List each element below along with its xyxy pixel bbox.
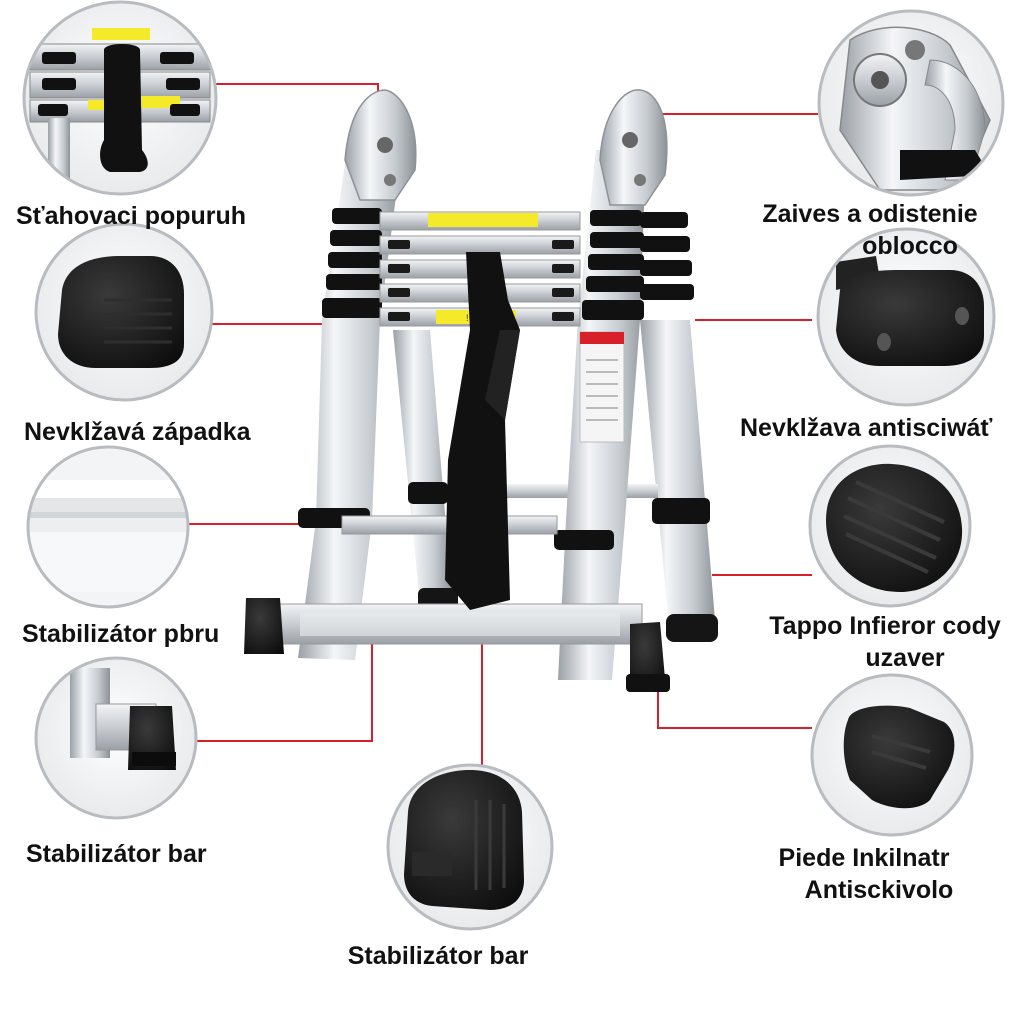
label-piede-line2: Antisckivolo [804,876,954,904]
connector-strap [215,83,379,115]
label-tappo: Tappo Infieror cody uzaver [752,610,1018,674]
label-tappo-line2: uzaver [865,644,945,672]
strap-icon [100,44,148,172]
label-tappo-line1: Tappo Infieror cody [769,612,1001,640]
detail-piede [810,673,974,837]
detail-stabilizer-foot [34,656,198,820]
end-cap-icon [836,256,984,366]
rubber-foot-icon [58,256,184,368]
detail-latch [34,222,214,402]
detail-stabilizer-bottom [386,763,554,931]
ladder: ! 15 ! [244,89,718,692]
detail-strap [22,0,218,196]
detail-stabilizer-rail [26,445,190,609]
label-stabilizer-bottom: Stabilizátor bar [347,942,529,970]
detail-hinge [817,9,1005,197]
right-hinge [599,89,668,206]
label-piede-line1: Piede Inkilnatr [778,844,950,872]
detail-anti-slip [816,227,996,407]
label-stabilizer-left: Stabilizátor bar [26,840,207,868]
connector-stabilizer-left [194,640,373,742]
label-hinge: Zaives a odistenie oblocco [740,198,1000,262]
connector-piede [657,682,812,729]
label-anti-slip: Nevklžava antisciwáť [740,414,993,442]
label-hinge-line1: Zaives a odistenie [762,200,978,228]
detail-tappo [808,444,972,608]
ladder-strap [445,252,520,610]
label-stabilizer-rail: Stabilizátor pbru [22,620,220,648]
label-strap: Sťahovaci popuruh [16,202,247,230]
label-piede: Piede Inkilnatr Antisckivolo [764,842,964,906]
label-hinge-line2: oblocco [862,232,958,260]
label-latch: Nevklžavá západka [24,418,251,446]
